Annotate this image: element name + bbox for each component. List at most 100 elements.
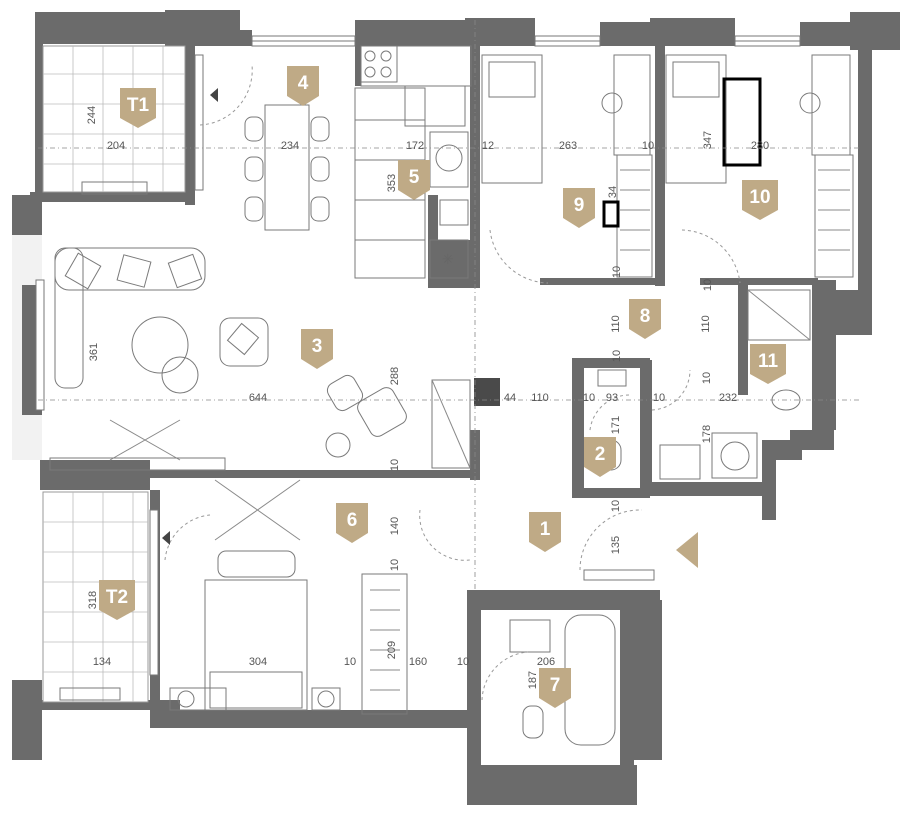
room-tag-1: 1 (529, 512, 561, 552)
room-tag-label: 11 (758, 351, 779, 372)
room-tag-7: 7 (539, 668, 571, 708)
dimension-wall-10c: 10 (702, 279, 714, 291)
room-tag-shape (529, 512, 561, 552)
dimension-wall-10l: 10 (457, 656, 469, 668)
dimension-wall-10d: 10 (611, 350, 623, 362)
dimension-wall-10j: 10 (389, 559, 401, 571)
bath11-fixtures (651, 369, 801, 480)
axis-lines (38, 20, 860, 590)
room-tag-label: 5 (409, 167, 420, 188)
room-tag-shape (336, 503, 368, 543)
dimension-wall-10h: 10 (389, 459, 401, 471)
dimension-wall-10a: 10 (642, 140, 654, 152)
dimension-bath11-width: 232 (719, 392, 737, 404)
room-tag-label: 8 (640, 306, 651, 327)
room-tag-label: 7 (550, 675, 561, 696)
room-tag-t1: T1 (120, 88, 156, 128)
dimension-kitchen-width: 172 (406, 140, 424, 152)
kitchen-fixtures: ✳ (354, 45, 472, 279)
dimension-room10-depth: 347 (702, 131, 714, 149)
windows (35, 35, 801, 676)
room-tag-2: 2 (584, 437, 616, 477)
dimension-closet-209: 209 (386, 641, 398, 659)
dimension-closet-160: 160 (409, 656, 427, 668)
dimension-bath7-187: 187 (527, 671, 539, 689)
dimension-t2-depth: 318 (87, 591, 99, 609)
room-tag-10: 10 (742, 180, 778, 220)
room10-furniture (665, 54, 854, 284)
room-tag-shape (99, 580, 135, 620)
dimension-dining-width: 234 (281, 140, 299, 152)
room-tag-label: 9 (574, 195, 585, 216)
dimension-wall-10g: 10 (653, 392, 665, 404)
dimension-hall-110b: 110 (700, 315, 712, 333)
highlight-box-small (602, 200, 620, 228)
dimension-room9-width: 263 (559, 140, 577, 152)
room-tag-label: 10 (749, 187, 770, 208)
room-tag-label: 6 (347, 510, 358, 531)
room-tags: T1 4 5 9 10 3 8 11 2 6 1T2 7 (99, 66, 786, 708)
room-tag-shape (563, 188, 595, 228)
dimension-kitchen-depth: 353 (386, 174, 398, 192)
dimension-bed6-140: 140 (389, 517, 401, 535)
dimension-bath7-width: 206 (537, 656, 555, 668)
dimension-t1-depth: 244 (86, 106, 98, 124)
dimension-wall-12: 12 (482, 140, 494, 152)
room-tag-shape (539, 668, 571, 708)
exterior-walls (12, 10, 900, 805)
dimension-living-width: 644 (249, 392, 267, 404)
room-tag-3: 3 (301, 329, 333, 369)
dimension-t1-width: 204 (107, 140, 125, 152)
dimension-bath11-178: 178 (701, 425, 713, 443)
dimension-closet-34: 34 (607, 186, 619, 198)
room9-furniture (481, 54, 653, 284)
dimension-t2-width: 134 (93, 656, 111, 668)
room-tag-label: T2 (106, 587, 128, 608)
dimension-wall-44: 44 (504, 392, 516, 404)
dimension-corr-110: 110 (531, 392, 549, 404)
dimension-hall-110a: 110 (610, 315, 622, 333)
dimension-entry-135: 135 (610, 536, 622, 554)
dimension-living-288: 288 (389, 367, 401, 385)
room-tag-shape (629, 299, 661, 339)
dining-furniture (199, 64, 330, 231)
room-tag-11: 11 (750, 344, 786, 384)
room-tag-5: 5 (398, 160, 430, 200)
room-tag-shape (584, 437, 616, 477)
room-tag-4: 4 (287, 66, 319, 106)
room-tag-label: T1 (127, 95, 150, 116)
room-tag-shape (287, 66, 319, 106)
dimension-bed6-width: 304 (249, 656, 267, 668)
room-tag-shape (301, 329, 333, 369)
room-tag-label: 1 (540, 519, 551, 540)
room-tag-t2: T2 (99, 580, 135, 620)
dimension-wc-171: 171 (610, 416, 622, 434)
room-tag-label: 4 (298, 73, 309, 94)
room-tag-shape (750, 344, 786, 384)
room-tag-9: 9 (563, 188, 595, 228)
room-tag-6: 6 (336, 503, 368, 543)
room-tag-8: 8 (629, 299, 661, 339)
dimension-wall-10b: 10 (611, 266, 623, 278)
hall-fixtures (747, 289, 811, 341)
highlight-box-large (722, 77, 762, 167)
dimension-wall-10f: 10 (583, 392, 595, 404)
dimension-room10-width: 280 (751, 140, 769, 152)
living-furniture (49, 247, 471, 471)
bedroom6-furniture (162, 479, 408, 715)
room-tag-shape (120, 88, 156, 128)
svg-text:✳: ✳ (442, 251, 454, 267)
dimension-wall-10k: 10 (344, 656, 356, 668)
room-tag-label: 3 (312, 336, 323, 357)
dimension-wall-10i: 10 (610, 500, 622, 512)
dimension-living-depth: 361 (88, 343, 100, 361)
entry-fixtures (419, 509, 698, 581)
terrace-t1 (42, 45, 186, 195)
dimension-wc-93: 93 (606, 392, 618, 404)
room-tag-label: 2 (595, 444, 606, 465)
room-tag-shape (742, 180, 778, 220)
dimension-wall-10e: 10 (701, 372, 713, 384)
room-tag-shape (398, 160, 430, 200)
